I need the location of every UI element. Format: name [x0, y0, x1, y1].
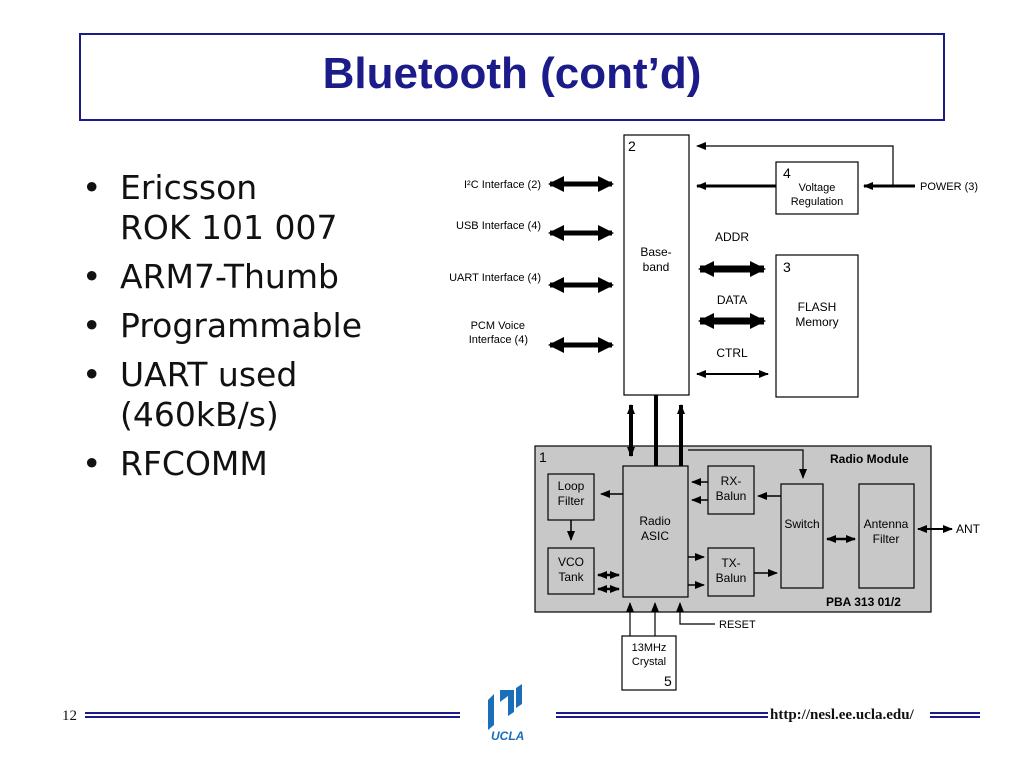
bullet-list: Ericsson ROK 101 007 ARM7-Thumb Programm… — [80, 168, 362, 493]
ucla-logo-text: UCLA — [491, 729, 524, 743]
bullet-text: UART used — [120, 355, 298, 394]
page-number: 12 — [62, 708, 77, 724]
vco-tank-block — [547, 547, 595, 595]
radio-module-part: PBA 313 01/2 — [826, 595, 901, 609]
pcm-label-2: Interface (4) — [469, 334, 528, 346]
baseband-label-1: Base- — [640, 245, 671, 259]
vco-tank-label-2: Tank — [558, 570, 584, 584]
rx-balun-label-1: RX- — [721, 474, 742, 488]
voltage-regulation-label-2: Regulation — [791, 196, 844, 208]
rx-balun-label-2: Balun — [716, 489, 747, 503]
bullet-item: ARM7-Thumb — [80, 257, 362, 297]
flash-memory-label-1: FLASH — [798, 300, 837, 314]
flash-memory-block — [775, 254, 859, 398]
bullet-item: Programmable — [80, 306, 362, 346]
bullet-text: ARM7-Thumb — [120, 257, 339, 296]
vco-tank-label-1: VCO — [558, 555, 584, 569]
bullet-text: Programmable — [120, 306, 363, 345]
voltage-regulation-label-1: Voltage — [799, 182, 836, 194]
ant-label: ANT — [956, 522, 981, 536]
tx-balun-block — [707, 547, 755, 597]
ctrl-label: CTRL — [716, 346, 748, 360]
footer-url[interactable]: http://nesl.ee.ucla.edu/ — [770, 707, 914, 723]
i2c-label: I²C Interface (2) — [464, 179, 541, 191]
bullet-item: Ericsson ROK 101 007 — [80, 168, 362, 248]
power-feed-line — [696, 142, 894, 186]
bullet-item: RFCOMM — [80, 444, 362, 484]
flash-memory-number: 3 — [783, 259, 791, 275]
antenna-filter-label-1: Antenna — [864, 517, 909, 531]
data-label: DATA — [717, 293, 747, 307]
loop-filter-label-2: Filter — [558, 494, 585, 508]
ucla-logo: UCLA — [488, 684, 524, 743]
radio-module-title: Radio Module — [830, 452, 909, 466]
baseband-number: 2 — [628, 138, 636, 154]
power-label: POWER (3) — [920, 181, 978, 193]
bullet-text: RFCOMM — [120, 444, 268, 483]
usb-label: USB Interface (4) — [456, 220, 541, 232]
slide-title: Bluetooth (cont’d) — [322, 49, 702, 98]
reset-line — [676, 602, 715, 625]
flash-memory-label-2: Memory — [795, 315, 838, 329]
baseband-label-2: band — [643, 260, 670, 274]
switch-label: Switch — [784, 517, 819, 531]
crystal-block — [621, 635, 677, 691]
loop-filter-label-1: Loop — [558, 479, 585, 493]
radio-asic-label-2: ASIC — [641, 529, 669, 543]
tx-balun-label-1: TX- — [721, 556, 740, 570]
bullet-text-continued: ROK 101 007 — [120, 208, 338, 247]
antenna-filter-block — [858, 483, 915, 589]
antenna-filter-label-2: Filter — [873, 532, 900, 546]
crystal-label-2: Crystal — [632, 656, 666, 668]
rx-balun-block — [707, 465, 755, 515]
voltage-regulation-number: 4 — [783, 165, 791, 181]
addr-label: ADDR — [715, 230, 749, 244]
voltage-regulation-block — [775, 161, 859, 215]
crystal-number: 5 — [664, 673, 672, 689]
pcm-label-1: PCM Voice — [471, 320, 525, 332]
tx-balun-label-2: Balun — [716, 571, 747, 585]
switch-block — [780, 483, 824, 589]
radio-asic-block — [622, 465, 689, 598]
crystal-label-1: 13MHz — [632, 642, 667, 654]
baseband-to-switch-line — [688, 449, 807, 479]
radio-module-number: 1 — [539, 449, 547, 465]
reset-label: RESET — [719, 619, 756, 631]
bullet-item: UART used (460kB/s) — [80, 355, 362, 435]
uart-label: UART Interface (4) — [449, 272, 541, 284]
radio-asic-label-1: Radio — [639, 514, 671, 528]
bullet-text-continued: (460kB/s) — [120, 395, 279, 434]
title-box: Bluetooth (cont’d) — [79, 33, 945, 121]
bullet-text: Ericsson — [120, 168, 258, 207]
